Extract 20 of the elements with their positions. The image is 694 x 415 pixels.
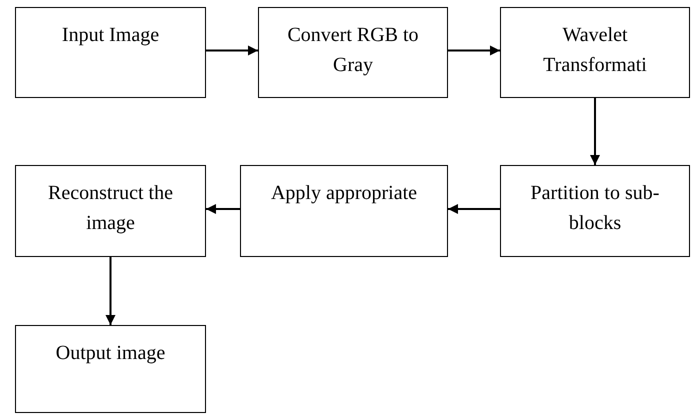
arrow	[448, 46, 500, 56]
process-box	[15, 7, 206, 98]
process-box	[240, 165, 448, 257]
process-box	[15, 165, 206, 257]
box-label: Apply appropriate	[270, 181, 418, 206]
box-label: Output image	[54, 341, 166, 366]
arrow	[206, 46, 258, 56]
process-box	[500, 165, 690, 257]
process-box	[15, 325, 206, 413]
process-box	[500, 7, 690, 98]
arrow	[590, 98, 600, 165]
box-label: Partition to sub-blocks	[530, 181, 660, 236]
arrow	[106, 257, 116, 325]
arrow	[448, 204, 500, 214]
box-label: Reconstruct the image	[47, 181, 174, 236]
arrow	[206, 204, 240, 214]
box-label: Convert RGB to Gray	[286, 23, 420, 78]
box-label: Input Image	[60, 23, 160, 48]
box-label: Wavelet Transformati	[542, 23, 648, 78]
process-box	[258, 7, 448, 98]
